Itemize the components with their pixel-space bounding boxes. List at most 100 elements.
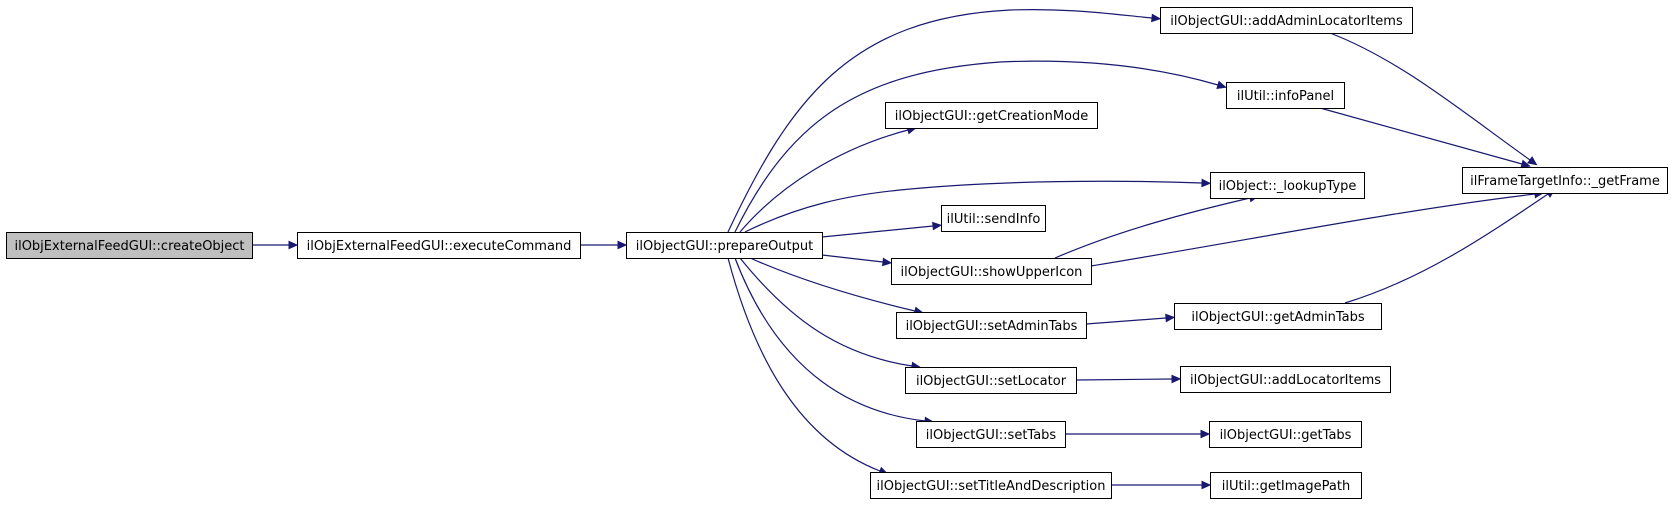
arrowhead-icon (1216, 80, 1227, 90)
node-label: ilObjectGUI::setTabs (926, 428, 1057, 443)
edge-line (1085, 317, 1167, 325)
node-box (870, 472, 1112, 499)
arrowhead-icon (1200, 429, 1211, 439)
edge-line (734, 60, 1219, 233)
edge-line (1329, 32, 1531, 161)
node-box (1174, 303, 1382, 330)
edge-line (1344, 193, 1549, 304)
node-label: ilObject::_lookupType (1219, 179, 1357, 194)
edge-prepare-output-to-lookup-type (744, 178, 1212, 233)
node-get-tabs[interactable]: ilObjectGUI::getTabs (1209, 421, 1362, 448)
node-box (1210, 172, 1365, 199)
node-set-admin-tabs[interactable]: ilObjectGUI::setAdminTabs (896, 312, 1087, 339)
node-box (1226, 82, 1345, 109)
node-label: ilUtil::infoPanel (1237, 89, 1334, 104)
node-label: ilObjectGUI::getTabs (1220, 428, 1352, 443)
node-box (916, 421, 1066, 448)
edge-get-admin-tabs-to-get-frame (1344, 188, 1556, 304)
edge-line (739, 257, 913, 367)
node-label: ilObjectGUI::setLocator (916, 374, 1067, 389)
node-box (905, 367, 1077, 394)
node-execute-command[interactable]: ilObjExternalFeedGUI::executeCommand (297, 232, 581, 259)
edge-line (821, 225, 934, 238)
node-send-info[interactable]: ilUtil::sendInfo (941, 205, 1046, 232)
node-set-title-and-description[interactable]: ilObjectGUI::setTitleAndDescription (870, 472, 1112, 499)
edge-prepare-output-to-add-admin-locator-items (727, 9, 1162, 233)
node-prepare-output[interactable]: ilObjectGUI::prepareOutput (626, 232, 823, 259)
edge-show-upper-icon-to-lookup-type (1054, 193, 1259, 259)
node-add-locator-items[interactable]: ilObjectGUI::addLocatorItems (1180, 366, 1391, 393)
node-set-tabs[interactable]: ilObjectGUI::setTabs (916, 421, 1066, 448)
edge-prepare-output-to-show-upper-icon (821, 254, 893, 267)
edge-line (727, 9, 1153, 233)
node-label: ilObjectGUI::prepareOutput (636, 239, 814, 254)
node-box (1210, 472, 1362, 499)
node-info-panel[interactable]: ilUtil::infoPanel (1226, 82, 1345, 109)
node-box (1180, 366, 1391, 393)
edge-line (749, 257, 916, 312)
node-label: ilUtil::sendInfo (947, 212, 1041, 227)
arrowhead-icon (1201, 178, 1212, 188)
edge-line (821, 254, 884, 263)
edges-layer (252, 9, 1556, 490)
node-box (6, 232, 253, 259)
node-get-image-path[interactable]: ilUtil::getImagePath (1210, 472, 1362, 499)
edge-add-admin-locator-items-to-get-frame (1329, 32, 1538, 166)
edge-line (727, 257, 881, 472)
edge-prepare-output-to-send-info (821, 221, 943, 238)
node-get-frame[interactable]: ilFrameTargetInfo::_getFrame (1462, 167, 1668, 194)
node-box (941, 205, 1046, 232)
node-label: ilFrameTargetInfo::_getFrame (1470, 174, 1660, 189)
edge-set-tabs-to-get-tabs (1065, 429, 1211, 439)
edge-line (1075, 378, 1173, 381)
arrowhead-icon (932, 221, 943, 231)
node-label: ilObjectGUI::addAdminLocatorItems (1170, 14, 1403, 29)
node-set-locator[interactable]: ilObjectGUI::setLocator (905, 367, 1077, 394)
node-label: ilObjectGUI::getAdminTabs (1191, 310, 1365, 325)
edge-line (744, 180, 1203, 233)
arrowhead-icon (1527, 156, 1538, 166)
arrowhead-icon (1520, 159, 1531, 169)
node-label: ilObjectGUI::setTitleAndDescription (877, 479, 1106, 494)
edge-prepare-output-to-get-creation-mode (739, 125, 917, 233)
node-box (626, 232, 823, 259)
arrowhead-icon (617, 240, 628, 250)
node-label: ilObjectGUI::addLocatorItems (1190, 373, 1381, 388)
arrowhead-icon (1171, 374, 1182, 384)
edge-line (1090, 193, 1536, 267)
edge-info-panel-to-get-frame (1319, 107, 1531, 169)
arrowhead-icon (288, 240, 299, 250)
edge-line (1319, 107, 1523, 165)
node-box (1160, 7, 1413, 34)
edge-prepare-output-to-set-title-and-description (727, 257, 889, 475)
edge-line (734, 257, 926, 422)
node-get-admin-tabs[interactable]: ilObjectGUI::getAdminTabs (1174, 303, 1382, 330)
arrowhead-icon (882, 257, 893, 267)
node-label: ilObjectGUI::showUpperIcon (901, 265, 1083, 280)
node-label: ilObjExternalFeedGUI::executeCommand (307, 239, 572, 254)
node-box (1209, 421, 1362, 448)
edge-prepare-output-to-info-panel (734, 60, 1227, 233)
edge-execute-command-to-prepare-output (580, 240, 628, 250)
node-add-admin-locator-items[interactable]: ilObjectGUI::addAdminLocatorItems (1160, 7, 1413, 34)
arrowhead-icon (1165, 313, 1176, 323)
edge-set-admin-tabs-to-get-admin-tabs (1085, 313, 1176, 325)
node-label: ilObjectGUI::setAdminTabs (906, 319, 1078, 334)
arrowhead-icon (1201, 480, 1212, 490)
node-box (891, 258, 1092, 285)
node-label: ilUtil::getImagePath (1222, 479, 1350, 494)
nodes-layer: ilObjExternalFeedGUI::createObject ilObjE… (6, 7, 1668, 499)
edge-line (739, 129, 909, 233)
node-show-upper-icon[interactable]: ilObjectGUI::showUpperIcon (891, 258, 1092, 285)
edge-line (1054, 197, 1251, 259)
edge-create-object-to-execute-command (252, 240, 299, 250)
node-box (1462, 167, 1668, 194)
node-lookup-type[interactable]: ilObject::_lookupType (1210, 172, 1365, 199)
node-create-object[interactable]: ilObjExternalFeedGUI::createObject (6, 232, 253, 259)
arrowhead-icon (1151, 13, 1162, 23)
node-box (297, 232, 581, 259)
edge-show-upper-icon-to-get-frame (1090, 189, 1545, 267)
node-label: ilObjectGUI::getCreationMode (895, 109, 1089, 124)
node-get-creation-mode[interactable]: ilObjectGUI::getCreationMode (885, 102, 1098, 129)
